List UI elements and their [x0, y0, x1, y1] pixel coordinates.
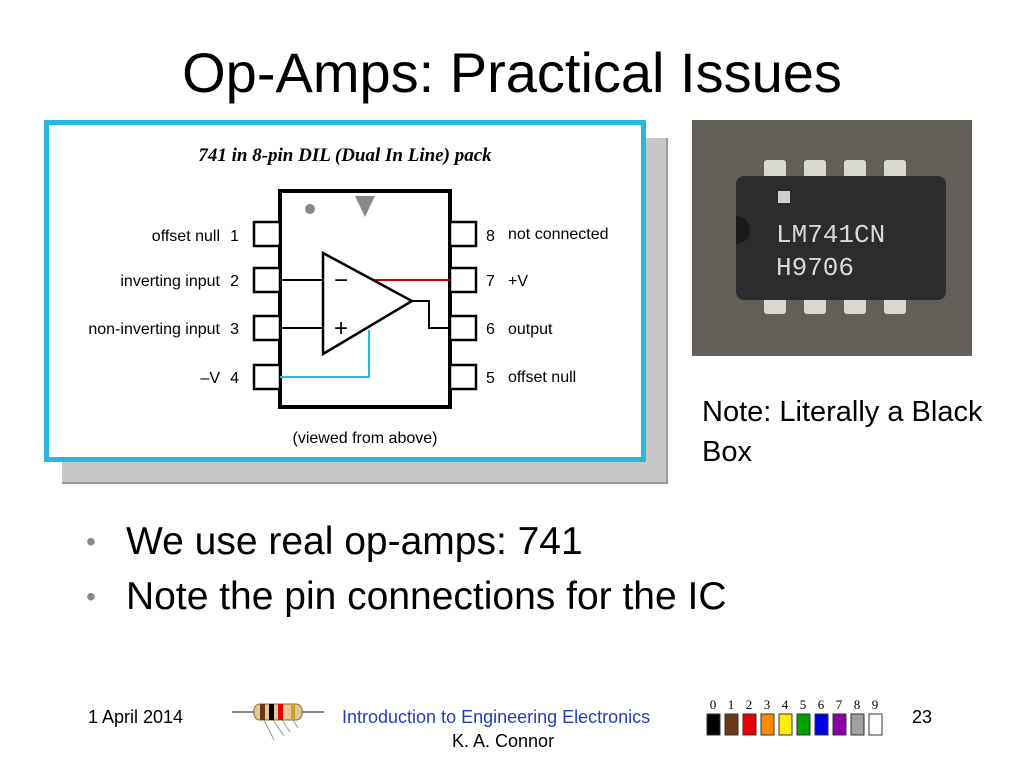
- pin-number-1: 1: [230, 228, 239, 245]
- pin-number-8: 8: [486, 228, 495, 245]
- pin-label-5: offset null: [508, 369, 576, 386]
- bullet-item: •Note the pin connections for the IC: [86, 569, 727, 624]
- pin-stub-5: [448, 363, 478, 391]
- pin-label-3: non-inverting input: [88, 321, 220, 338]
- bullet-list: •We use real op-amps: 741 •Note the pin …: [86, 514, 727, 624]
- color-code-swatch: [778, 713, 793, 736]
- pinout-diagram: 741 in 8-pin DIL (Dual In Line) pack − +…: [88, 145, 609, 447]
- orientation-notch: [355, 196, 375, 217]
- opamp-symbol: [321, 250, 415, 357]
- pin-stub-3: [252, 314, 282, 342]
- pin-number-7: 7: [486, 273, 495, 290]
- diagram-caption: 741 in 8-pin DIL (Dual In Line) pack: [198, 145, 492, 166]
- pin-stub-8: [448, 220, 478, 248]
- plus-sign: +: [334, 315, 348, 342]
- resistor-icon: [232, 703, 324, 741]
- pin-number-3: 3: [230, 321, 239, 338]
- footer-date: 1 April 2014: [88, 707, 184, 727]
- bullet-icon: •: [86, 581, 96, 612]
- chip-marking-2: H9706: [776, 253, 854, 283]
- footer-author: K. A. Connor: [452, 731, 555, 751]
- pin-number-2: 2: [230, 273, 239, 290]
- pin-label-6: output: [508, 321, 553, 338]
- color-code-digit: 8: [854, 697, 861, 712]
- color-code-swatch: [760, 713, 775, 736]
- color-code-digit: 3: [764, 697, 771, 712]
- color-code-digit: 5: [800, 697, 807, 712]
- pin-label-4: –V: [200, 370, 220, 387]
- color-code-swatch: [796, 713, 811, 736]
- wire-output: [412, 300, 450, 329]
- pin-label-1: offset null: [152, 228, 220, 245]
- color-code-digit: 2: [746, 697, 753, 712]
- bullet-icon: •: [86, 526, 96, 557]
- color-code-digit: 7: [836, 697, 843, 712]
- color-code-swatch: [742, 713, 757, 736]
- view-note: (viewed from above): [293, 430, 438, 447]
- pin1-dot: [305, 204, 315, 214]
- pin-label-7: +V: [508, 273, 528, 290]
- chip-photo: LM741CN H9706: [692, 120, 972, 356]
- color-code-digit: 1: [728, 697, 735, 712]
- pin-label-2: inverting input: [120, 273, 220, 290]
- slide-title: Op-Amps: Practical Issues: [182, 41, 842, 104]
- pin-stub-7: [448, 266, 478, 294]
- chip-marking-1: LM741CN: [776, 220, 885, 250]
- color-code-swatch: [814, 713, 829, 736]
- pin-number-4: 4: [230, 370, 239, 387]
- pin-stub-6: [448, 314, 478, 342]
- color-code-swatch: [868, 713, 883, 736]
- color-code-digit: 6: [818, 697, 825, 712]
- page-number: 23: [912, 707, 933, 727]
- pin-number-6: 6: [486, 321, 495, 338]
- color-code-swatch: [850, 713, 865, 736]
- note-text: Note: Literally a Black Box: [702, 396, 983, 468]
- wire-vminus: [280, 330, 370, 378]
- footer-course: Introduction to Engineering Electronics: [342, 707, 651, 727]
- pin-number-5: 5: [486, 370, 495, 387]
- color-code-swatch: [706, 713, 721, 736]
- pin-stub-2: [252, 266, 282, 294]
- pin-label-8: not connected: [508, 226, 609, 243]
- color-code-swatch: [832, 713, 847, 736]
- pin-stub-4: [252, 363, 282, 391]
- color-code-digit: 9: [872, 697, 879, 712]
- color-code-digit: 0: [710, 697, 717, 712]
- color-code-digit: 4: [782, 697, 789, 712]
- bullet-item: •We use real op-amps: 741: [86, 514, 727, 569]
- pin-stub-1: [252, 220, 282, 248]
- minus-sign: −: [334, 267, 348, 294]
- color-code-swatch: [724, 713, 739, 736]
